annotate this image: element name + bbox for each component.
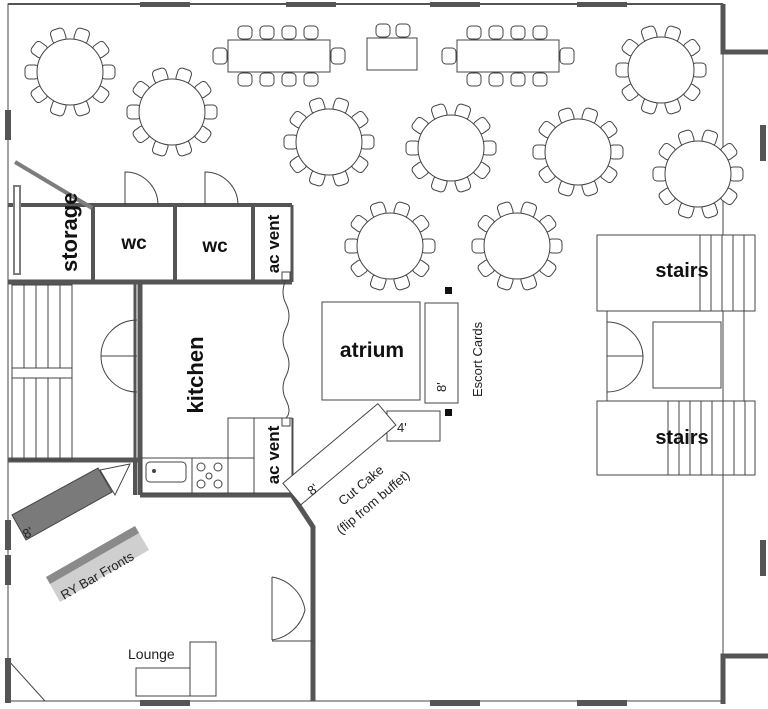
round-table-top xyxy=(356,212,424,280)
escort-table-size-label: 8' xyxy=(434,382,449,392)
stairs-bottom-label: stairs xyxy=(655,427,708,449)
stairs-top-label: stairs xyxy=(655,260,708,282)
lounge-label: Lounge xyxy=(128,646,175,662)
round-table-top xyxy=(544,118,612,186)
round-table xyxy=(126,67,218,157)
round-table-top xyxy=(664,140,732,208)
banquet-table-right xyxy=(441,25,575,87)
round-table-top xyxy=(36,38,104,106)
left-stairs xyxy=(11,284,73,461)
storage-rack xyxy=(13,160,94,275)
wc-right-label: wc xyxy=(201,236,228,257)
right-stairs-bottom xyxy=(596,400,756,476)
round-table-top xyxy=(483,212,551,280)
elevator xyxy=(606,310,745,402)
kitchen-partition xyxy=(281,271,291,427)
ac-vent-top-label: ac vent xyxy=(264,214,283,273)
banquet-table-center xyxy=(366,23,418,71)
round-table-top xyxy=(138,78,206,146)
banquet-table-left xyxy=(212,25,346,87)
atrium-box xyxy=(321,301,421,401)
small-table-size-label: 4' xyxy=(397,420,407,435)
wc-left-label: wc xyxy=(120,233,147,254)
wc-doors xyxy=(124,171,239,206)
round-table xyxy=(405,103,497,193)
round-table xyxy=(652,129,744,219)
outer-walls xyxy=(5,2,768,706)
bar-area xyxy=(11,463,149,602)
round-table xyxy=(344,201,436,291)
round-table xyxy=(24,27,116,117)
right-stairs-top xyxy=(596,234,756,312)
round-table xyxy=(471,201,563,291)
kitchen-fixtures xyxy=(141,417,293,494)
round-table-top xyxy=(627,36,695,104)
lounge-double-door xyxy=(271,576,313,642)
round-table xyxy=(283,97,375,187)
atrium-label: atrium xyxy=(340,339,404,362)
escort-cards-table xyxy=(424,287,459,416)
kitchen-label: kitchen xyxy=(183,336,208,413)
cake-table xyxy=(282,402,397,506)
round-table xyxy=(615,25,707,115)
escort-cards-label: Escort Cards xyxy=(470,321,485,397)
round-tables xyxy=(24,25,744,291)
lounge-furniture xyxy=(135,641,217,697)
ac-vent-bottom-label: ac vent xyxy=(264,425,283,484)
round-table-top xyxy=(295,108,363,176)
storage-label: storage xyxy=(57,193,82,272)
service-wing-walls xyxy=(8,203,316,701)
four-foot-table xyxy=(386,410,441,442)
round-table-top xyxy=(417,114,485,182)
kitchen-double-door xyxy=(100,319,138,393)
round-table xyxy=(532,107,624,197)
